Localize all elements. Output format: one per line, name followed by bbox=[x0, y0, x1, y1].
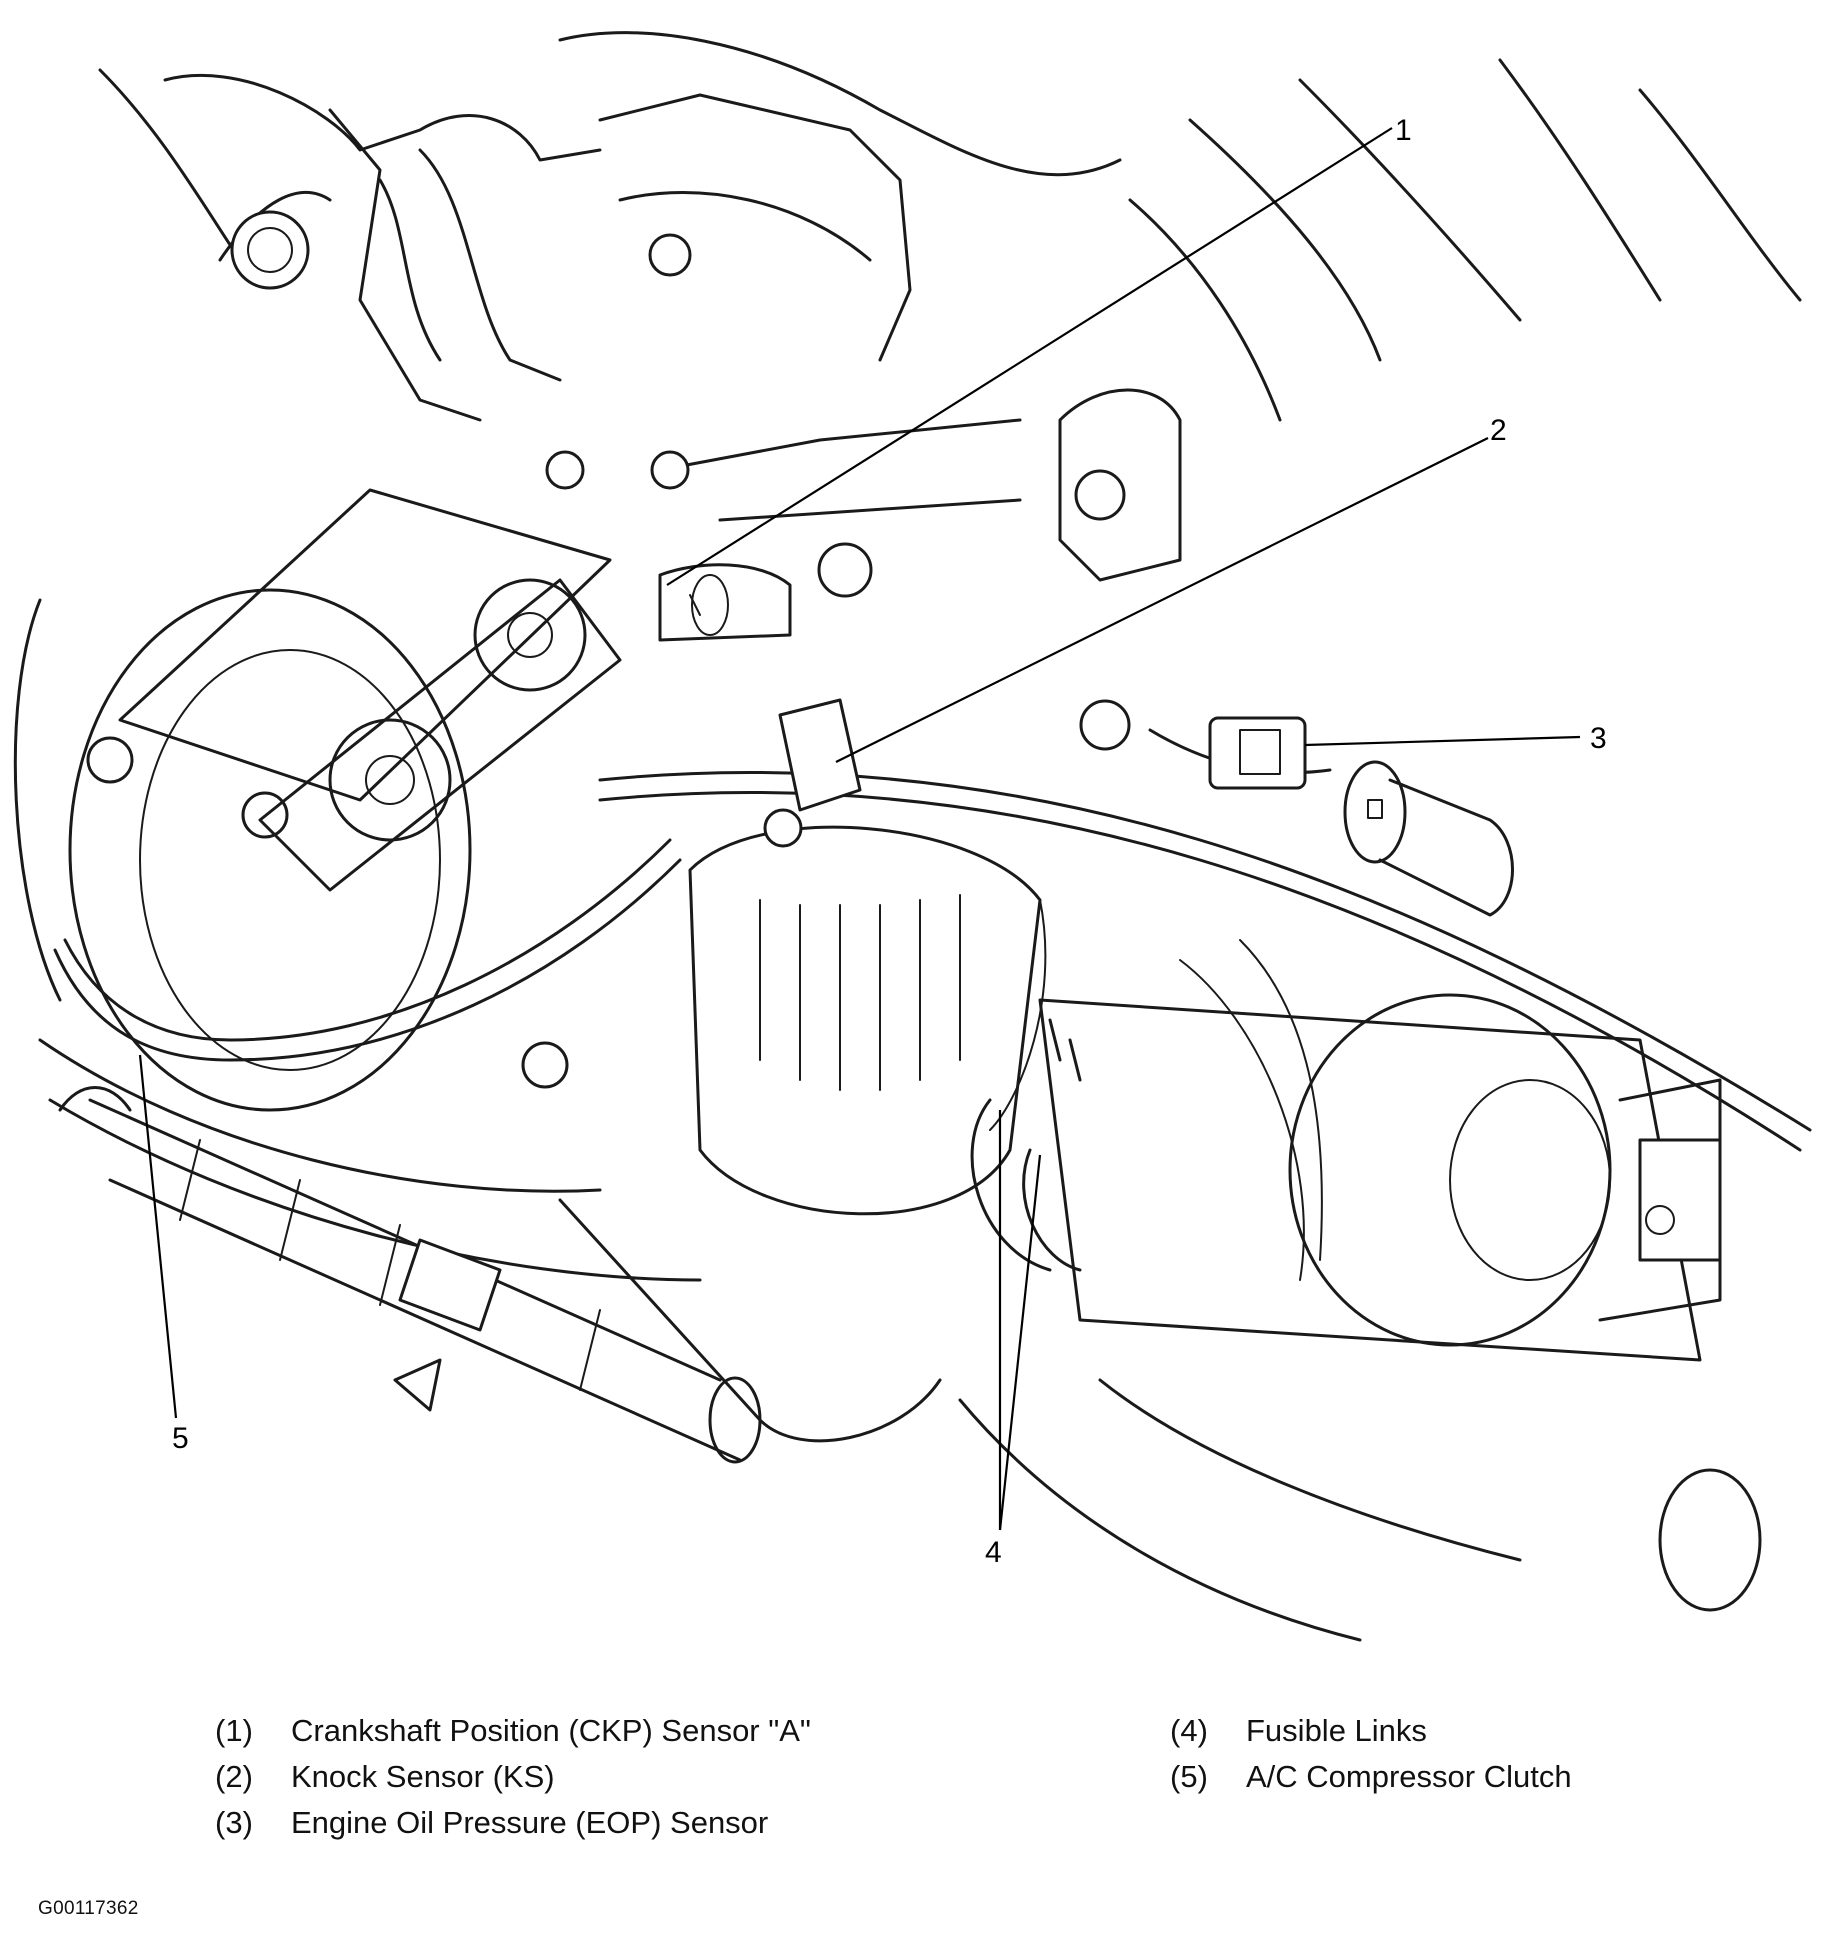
legend-label: Knock Sensor (KS) bbox=[291, 1759, 555, 1794]
legend-number: (1) bbox=[215, 1713, 253, 1748]
legend-label: Crankshaft Position (CKP) Sensor "A" bbox=[291, 1713, 811, 1748]
engine-wiring-diagram: 1 2 3 4 5 bbox=[13, 31, 1812, 1642]
legend-number: (3) bbox=[215, 1805, 253, 1840]
callout-1: 1 bbox=[1395, 114, 1412, 147]
legend-item-1: (1) Crankshaft Position (CKP) Sensor "A" bbox=[215, 1708, 975, 1754]
legend-right-column: (4) Fusible Links (5) A/C Compressor Clu… bbox=[1170, 1708, 1730, 1800]
bolts bbox=[86, 210, 1131, 1089]
fusible-links bbox=[970, 1018, 1082, 1272]
legend-left-column: (1) Crankshaft Position (CKP) Sensor "A"… bbox=[215, 1708, 975, 1846]
legend-label: Fusible Links bbox=[1246, 1713, 1427, 1748]
legend-item-2: (2) Knock Sensor (KS) bbox=[215, 1754, 975, 1800]
callout-2: 2 bbox=[1490, 414, 1507, 447]
callout-3: 3 bbox=[1590, 722, 1607, 755]
eop-sensor bbox=[1208, 716, 1514, 917]
figure-id: G00117362 bbox=[38, 1898, 139, 1919]
callout-5: 5 bbox=[172, 1422, 189, 1455]
legend-number: (2) bbox=[215, 1759, 253, 1794]
legend-label: A/C Compressor Clutch bbox=[1246, 1759, 1572, 1794]
leader-lines bbox=[138, 127, 1581, 1531]
legend-item-3: (3) Engine Oil Pressure (EOP) Sensor bbox=[215, 1800, 975, 1846]
legend-item-5: (5) A/C Compressor Clutch bbox=[1170, 1754, 1730, 1800]
legend-item-4: (4) Fusible Links bbox=[1170, 1708, 1730, 1754]
knock-sensor bbox=[763, 698, 862, 848]
wiring-harness bbox=[53, 728, 1812, 1281]
engine-block-outline bbox=[98, 31, 1802, 582]
legend-label: Engine Oil Pressure (EOP) Sensor bbox=[291, 1805, 769, 1840]
ckp-sensor bbox=[658, 563, 792, 642]
starter-motor bbox=[958, 993, 1762, 1642]
refrigerant-line bbox=[58, 1086, 762, 1464]
legend-number: (5) bbox=[1170, 1759, 1208, 1794]
ac-compressor bbox=[13, 488, 702, 1282]
oil-filter bbox=[558, 825, 1042, 1443]
callout-4: 4 bbox=[985, 1536, 1002, 1569]
legend-number: (4) bbox=[1170, 1713, 1208, 1748]
